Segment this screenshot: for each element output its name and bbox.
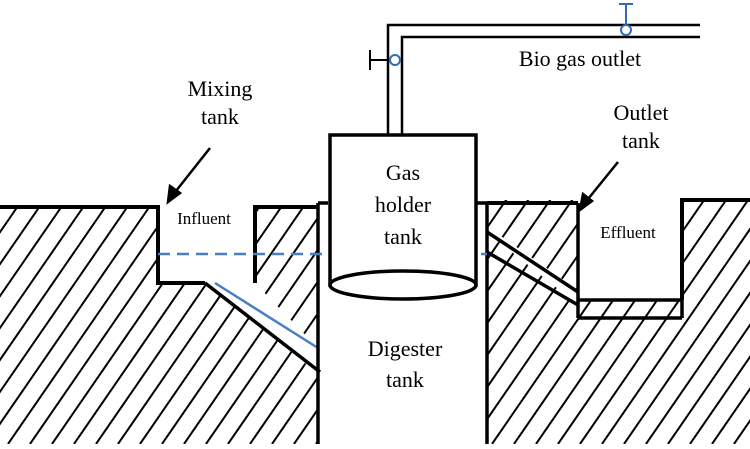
hatch-line [689, 200, 750, 444]
hatch-line [601, 200, 750, 444]
mixing-tank-label-line1: Mixing [188, 76, 253, 101]
bio-gas-outlet-label: Bio gas outlet [519, 46, 641, 71]
gas-holder-label-line3: tank [384, 224, 422, 249]
hatch-line [139, 200, 316, 444]
hatch-line [0, 200, 96, 444]
gas-holder-label-line1: Gas [386, 160, 420, 185]
valve-left [369, 50, 401, 70]
hatch-line [0, 200, 74, 444]
mixing-tank-arrow [166, 147, 211, 205]
outlet-pipe [486, 230, 579, 307]
hatch-line [0, 200, 52, 444]
inlet-pipe-edge [214, 281, 319, 350]
hatch-line [0, 200, 162, 444]
cavity-fills [160, 200, 682, 444]
influent-label: Influent [177, 209, 231, 228]
hatch-line [733, 200, 750, 444]
hatch-line [0, 200, 118, 444]
inlet-pipe [203, 281, 322, 374]
mixing-tank-label-line2: tank [201, 104, 239, 129]
outlet-tank-label-line1: Outlet [614, 100, 669, 125]
gas-pipe [386, 23, 700, 135]
hatch-line [667, 200, 750, 444]
hatch-line [711, 200, 750, 444]
effluent-label: Effluent [600, 223, 656, 242]
hatch-line [623, 200, 750, 444]
digester-label-line2: tank [386, 367, 424, 392]
hatch-line [0, 200, 140, 444]
hatch-line [117, 200, 294, 444]
outlet-tank [576, 203, 684, 320]
mixing-tank [156, 207, 205, 285]
digester-label-line1: Digester [368, 336, 443, 361]
valve-top [619, 3, 633, 36]
digester-tank [316, 201, 489, 444]
outlet-tank-arrow [578, 161, 619, 213]
hatch-line [7, 200, 184, 444]
outlet-tank-label-line2: tank [622, 128, 660, 153]
gas-holder-label-line2: holder [375, 192, 432, 217]
hatch-line [645, 200, 750, 444]
